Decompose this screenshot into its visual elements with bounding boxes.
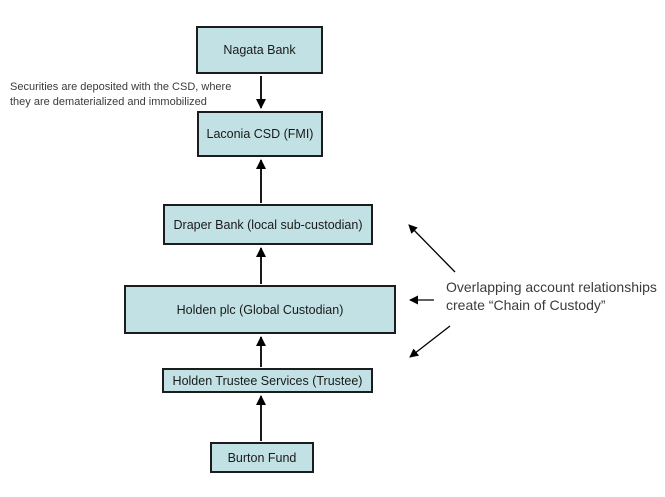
note-securities-deposited: Securities are deposited with the CSD, w… bbox=[10, 80, 231, 110]
node-laconia-csd: Laconia CSD (FMI) bbox=[197, 111, 323, 157]
node-draper-bank-sub-custodian: Draper Bank (local sub-custodian) bbox=[163, 204, 373, 245]
node-burton-fund: Burton Fund bbox=[210, 442, 314, 473]
pointer-arrow-to-trustee bbox=[409, 325, 451, 358]
note-left-line2: they are dematerialized and immobilized bbox=[10, 96, 207, 108]
node-holden-trustee-services: Holden Trustee Services (Trustee) bbox=[162, 368, 373, 393]
note-chain-of-custody: Overlapping account relationships create… bbox=[446, 278, 657, 314]
node-holden-plc-global-custodian: Holden plc (Global Custodian) bbox=[124, 285, 396, 334]
note-right-line2: create “Chain of Custody” bbox=[446, 297, 606, 313]
note-right-line1: Overlapping account relationships bbox=[446, 279, 657, 295]
node-nagata-bank: Nagata Bank bbox=[196, 26, 323, 74]
note-left-line1: Securities are deposited with the CSD, w… bbox=[10, 81, 232, 93]
pointer-arrow-to-draper bbox=[408, 224, 456, 273]
